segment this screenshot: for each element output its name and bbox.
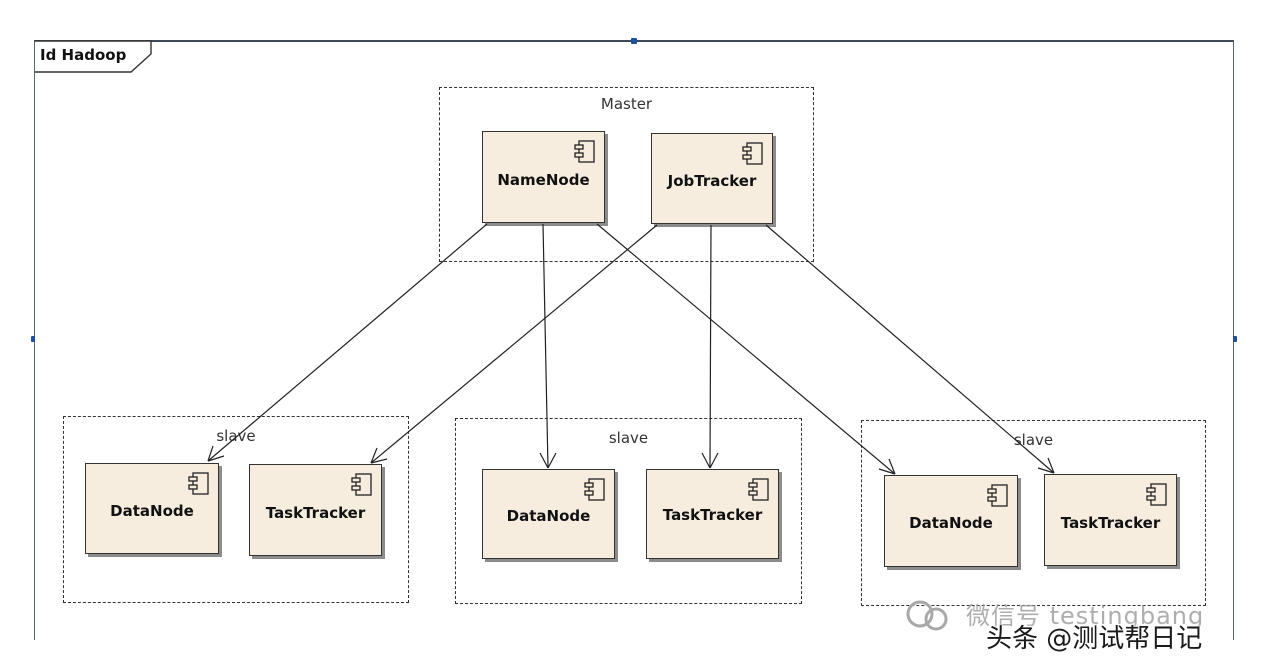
edge-jobtracker-tasktracker-1 (370, 224, 658, 464)
arrowhead (878, 458, 896, 475)
slave-group-1[interactable]: slave (63, 416, 409, 603)
arrowhead (701, 452, 719, 469)
component-name: TaskTracker (1060, 514, 1161, 532)
slave-group-label: slave (216, 427, 256, 445)
edge-jobtracker-tasktracker-2 (709, 224, 712, 469)
namenode-component[interactable]: NameNode (482, 131, 605, 223)
component-icon (987, 484, 1008, 507)
arrowhead (370, 447, 388, 464)
component-name: TaskTracker (265, 504, 366, 522)
component-icon (351, 473, 372, 496)
selection-handle-right[interactable] (1233, 336, 1237, 342)
selection-handle-left[interactable] (31, 336, 35, 342)
edge-namenode-datanode-1 (207, 223, 488, 462)
jobtracker-component[interactable]: JobTracker (651, 133, 773, 224)
component-name: TaskTracker (662, 506, 763, 524)
slave3-tasktracker-component[interactable]: TaskTracker (1044, 474, 1177, 566)
component-icon (748, 478, 769, 501)
component-name: NameNode (497, 171, 590, 189)
component-name: DataNode (110, 502, 194, 520)
component-icon (188, 472, 209, 495)
slave-group-label: slave (608, 429, 649, 447)
component-icon (1146, 483, 1167, 506)
slave-group-3[interactable]: slave (861, 420, 1206, 606)
slave-group-2[interactable]: slave (455, 418, 802, 604)
slave3-datanode-component[interactable]: DataNode (884, 475, 1018, 567)
watermark-toutiao-handle: 头条 @测试帮日记 (986, 624, 1203, 654)
selection-handle-top[interactable] (631, 38, 637, 44)
edge-namenode-datanode-3 (596, 223, 896, 475)
slave2-datanode-component[interactable]: DataNode (482, 469, 615, 559)
arrowhead (1037, 457, 1055, 474)
watermark-wechat-id: 微信号 testingbang (966, 602, 1205, 630)
component-name: JobTracker (667, 172, 757, 190)
arrowhead (539, 452, 557, 469)
edge-jobtracker-tasktracker-3 (765, 224, 1055, 474)
slave2-tasktracker-component[interactable]: TaskTracker (646, 469, 779, 559)
edge-namenode-datanode-2 (542, 223, 549, 469)
wechat-logo-icon (906, 600, 948, 631)
frame-title-tab (34, 40, 152, 73)
master-group-label: Master (600, 95, 653, 113)
component-icon (574, 140, 595, 163)
slave1-datanode-component[interactable]: DataNode (85, 463, 219, 554)
diagram-title: Id Hadoop (40, 46, 127, 64)
slave-group-label: slave (1013, 431, 1054, 449)
arrowhead (207, 445, 225, 462)
slave1-tasktracker-component[interactable]: TaskTracker (249, 464, 382, 556)
component-name: DataNode (506, 507, 591, 525)
component-name: DataNode (909, 514, 993, 532)
component-icon (584, 478, 605, 501)
watermark: 微信号 testingbang 头条 @测试帮日记 (902, 596, 1272, 658)
master-group[interactable]: Master (439, 87, 814, 262)
component-icon (742, 142, 763, 165)
